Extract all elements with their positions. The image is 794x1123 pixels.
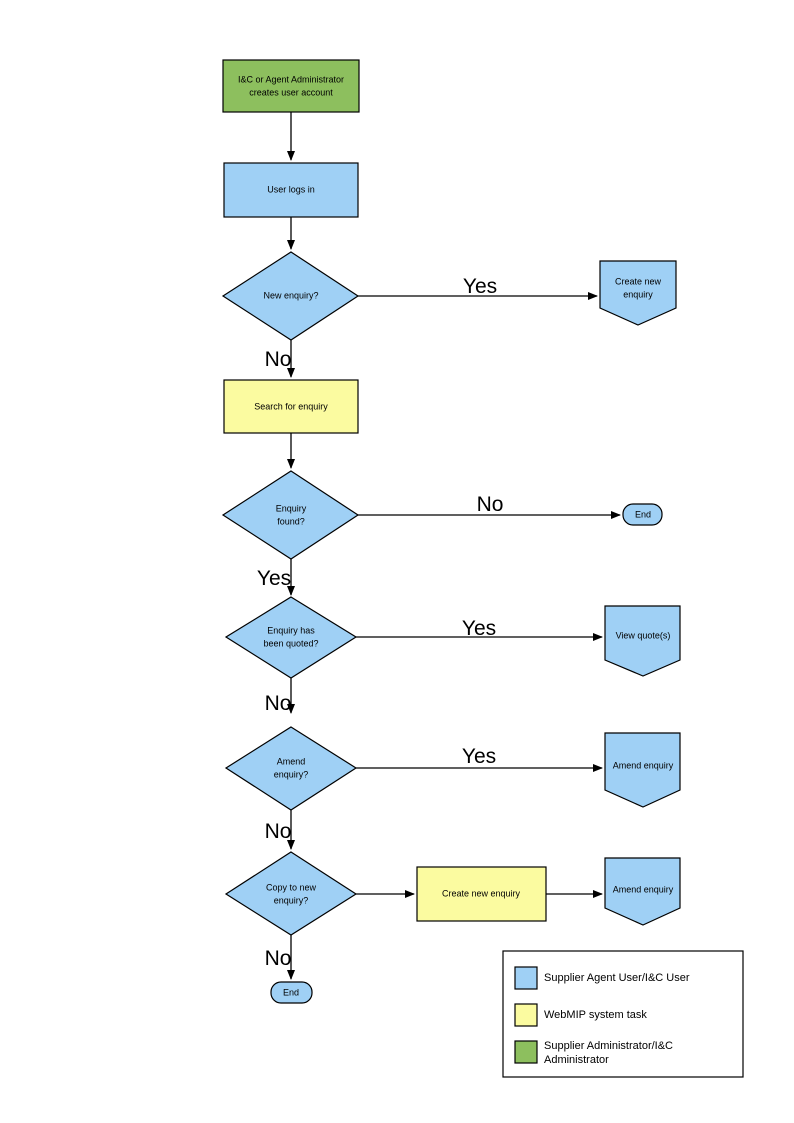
- node-label-line2: enquiry?: [274, 769, 309, 779]
- node-new-enquiry-decision[interactable]: New enquiry?: [221, 251, 360, 341]
- node-label-line2: creates user account: [249, 87, 333, 97]
- edge-label-enquiry-found-yes: Yes: [257, 567, 291, 590]
- pentagon-shape: [604, 857, 681, 926]
- legend: Supplier Agent User/I&C User WebMIP syst…: [502, 950, 744, 1078]
- legend-box: [502, 950, 744, 1078]
- decision-diamond: [224, 851, 358, 936]
- process-box: [223, 162, 359, 218]
- node-label-line2: enquiry: [623, 289, 653, 299]
- node-label-line1: New enquiry?: [263, 290, 318, 300]
- node-enquiry-quoted-decision[interactable]: Enquiry has been quoted?: [224, 596, 358, 679]
- legend-swatch-blue: [514, 966, 538, 990]
- pentagon-shape: [599, 260, 677, 326]
- node-copy-to-new-enquiry-decision[interactable]: Copy to new enquiry?: [224, 851, 358, 936]
- legend-swatch-yellow: [514, 1003, 538, 1027]
- node-enquiry-found-decision[interactable]: Enquiry found?: [221, 470, 360, 560]
- edge-label-enquiry-quoted-no: No: [265, 692, 292, 715]
- node-label-line1: User logs in: [267, 184, 315, 194]
- node-end-terminator-2[interactable]: End: [270, 981, 313, 1004]
- node-search-for-enquiry[interactable]: Search for enquiry: [223, 379, 359, 434]
- legend-label-line1: Supplier Administrator/I&C: [544, 1040, 673, 1052]
- node-end-terminator-1[interactable]: End: [622, 503, 663, 526]
- node-create-new-enquiry-1[interactable]: Create new enquiry: [599, 260, 677, 326]
- node-label-line1: Copy to new: [266, 882, 317, 892]
- terminator-shape: [622, 503, 663, 526]
- edge-label-amend-enquiry-yes: Yes: [462, 745, 496, 768]
- node-label-line1: Enquiry: [276, 503, 307, 513]
- node-label-line2: enquiry?: [274, 895, 309, 905]
- node-label-line1: Amend enquiry: [613, 760, 674, 770]
- node-amend-enquiry-2[interactable]: Amend enquiry: [604, 857, 681, 926]
- node-label-line1: Create new: [615, 276, 662, 286]
- edge-label-new-enquiry-yes: Yes: [463, 275, 497, 298]
- legend-label-line1: Supplier Agent User/I&C User: [544, 972, 690, 984]
- decision-diamond: [224, 596, 358, 679]
- node-label-line2: found?: [277, 516, 305, 526]
- legend-label-line2: Administrator: [544, 1054, 609, 1066]
- node-label-line1: End: [635, 509, 651, 519]
- node-admin-creates-account[interactable]: I&C or Agent Administrator creates user …: [222, 59, 360, 113]
- node-label-line2: been quoted?: [263, 638, 318, 648]
- node-create-new-enquiry-2[interactable]: Create new enquiry: [416, 866, 547, 922]
- process-box: [416, 866, 547, 922]
- node-label-line1: Amend enquiry: [613, 884, 674, 894]
- node-amend-enquiry-decision[interactable]: Amend enquiry?: [224, 726, 358, 811]
- connectors: [287, 112, 621, 980]
- edge-label-copy-to-new-no: No: [265, 947, 292, 970]
- legend-item-supplier-agent-user: Supplier Agent User/I&C User: [514, 966, 690, 990]
- node-amend-enquiry-1[interactable]: Amend enquiry: [604, 732, 681, 808]
- node-label-line1: I&C or Agent Administrator: [238, 74, 344, 84]
- decision-diamond: [221, 470, 360, 560]
- node-user-logs-in[interactable]: User logs in: [223, 162, 359, 218]
- node-label-line1: View quote(s): [616, 630, 671, 640]
- pentagon-shape: [604, 732, 681, 808]
- legend-label-line1: WebMIP system task: [544, 1009, 647, 1021]
- edge-label-amend-enquiry-no: No: [265, 820, 292, 843]
- legend-item-webmip-system-task: WebMIP system task: [514, 1003, 647, 1027]
- edge-label-enquiry-found-no: No: [477, 493, 504, 516]
- legend-item-supplier-administrator: Supplier Administrator/I&C Administrator: [514, 1040, 673, 1066]
- pentagon-shape: [604, 605, 681, 677]
- terminator-shape: [270, 981, 313, 1004]
- process-box: [223, 379, 359, 434]
- edge-label-new-enquiry-no: No: [265, 348, 292, 371]
- edge-label-enquiry-quoted-yes: Yes: [462, 617, 496, 640]
- node-label-line1: Create new enquiry: [442, 888, 521, 898]
- node-label-line1: Enquiry has: [267, 625, 315, 635]
- process-box: [222, 59, 360, 113]
- node-label-line1: Search for enquiry: [254, 401, 328, 411]
- decision-diamond: [221, 251, 360, 341]
- edge-labels: Yes No No Yes Yes No Yes No No: [257, 275, 504, 970]
- node-label-line1: Amend: [277, 756, 306, 766]
- node-view-quotes[interactable]: View quote(s): [604, 605, 681, 677]
- decision-diamond: [224, 726, 358, 811]
- legend-swatch-green: [514, 1040, 538, 1064]
- node-label-line1: End: [283, 987, 299, 997]
